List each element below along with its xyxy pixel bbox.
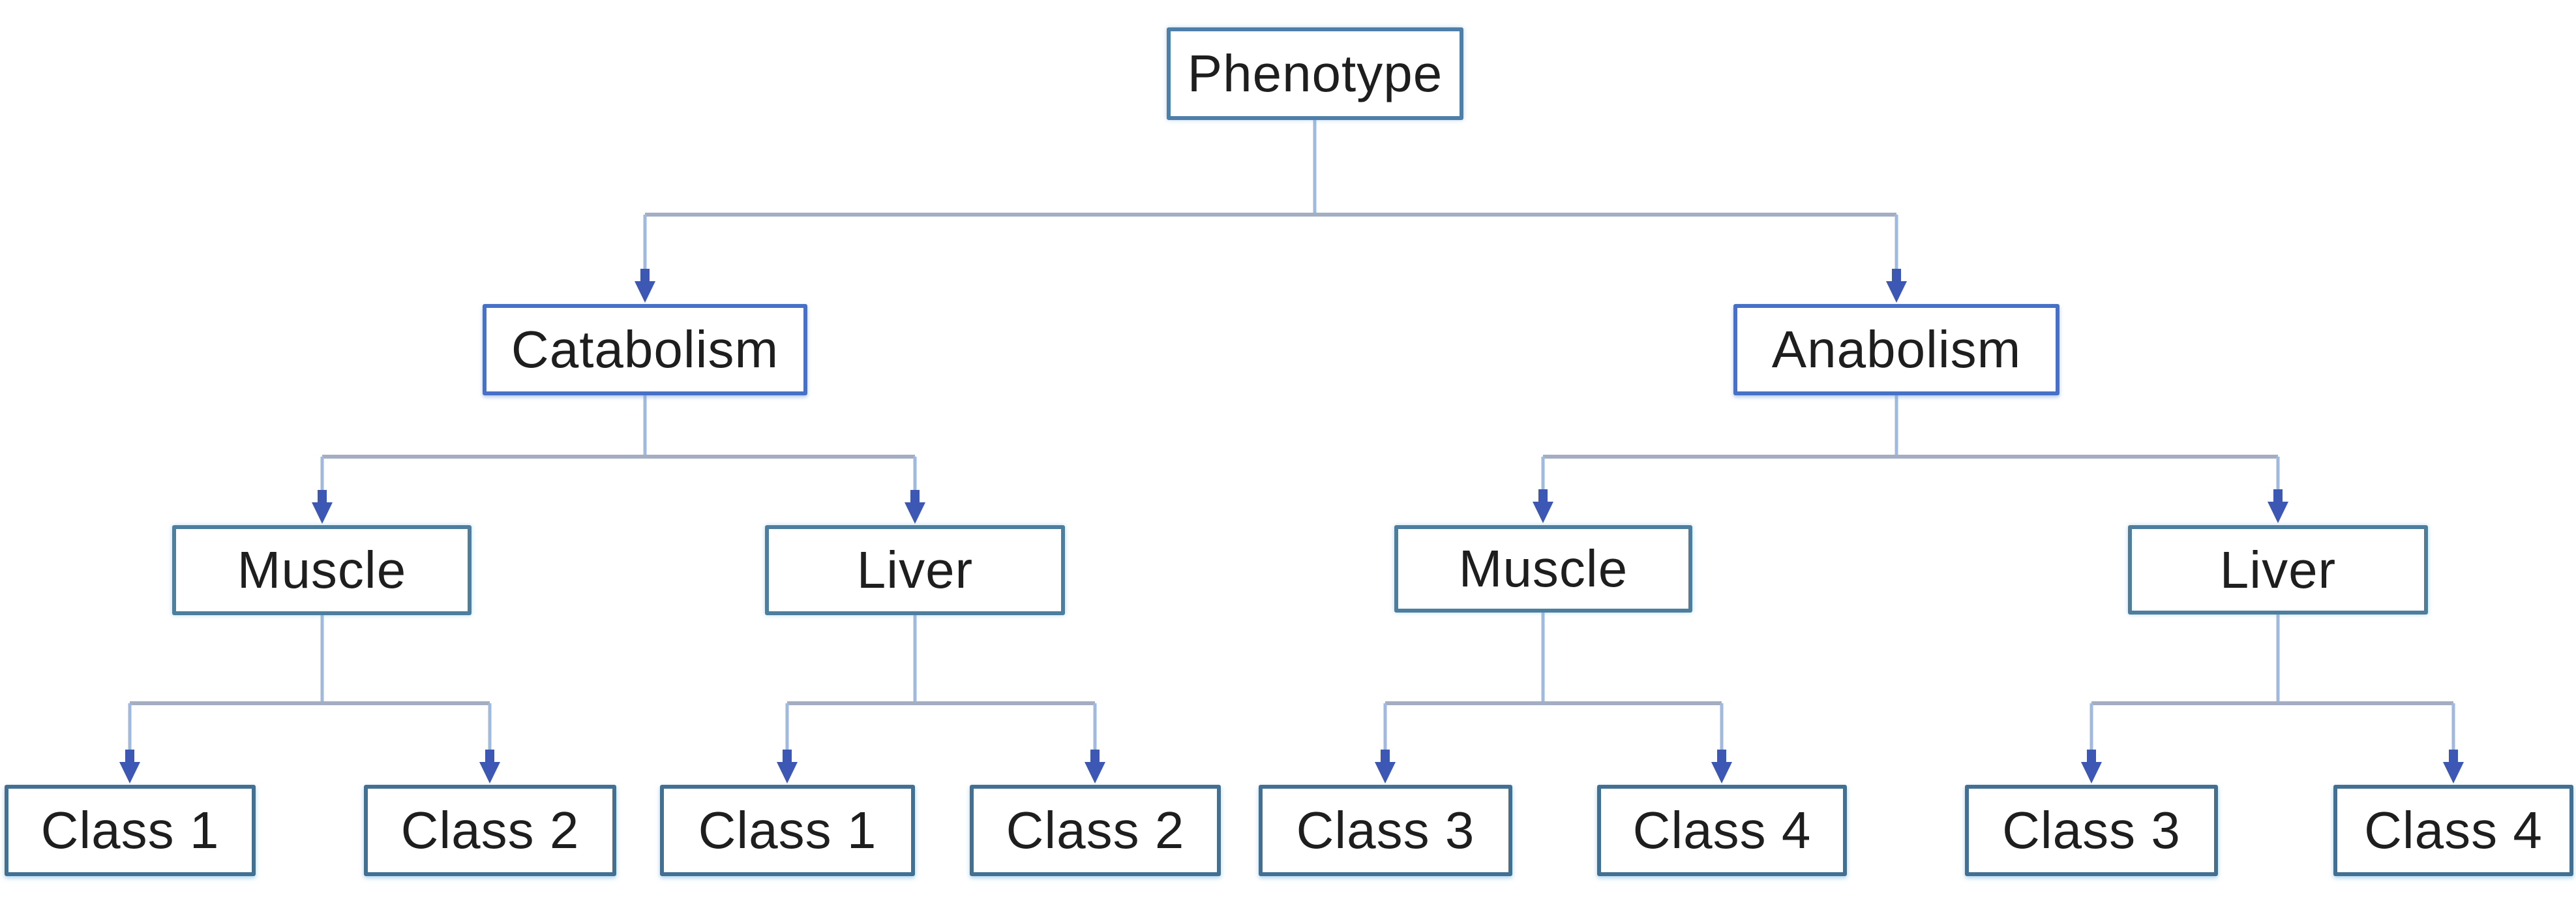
arrowhead-icon [2081,762,2102,783]
arrowhead-icon [2087,750,2096,763]
arrowhead-icon [485,750,494,763]
arrowhead-icon [1085,762,1105,783]
node-label: Catabolism [511,320,779,378]
node-label: Class 2 [1006,801,1185,859]
arrowhead-icon [479,762,500,783]
node-catabolism-muscle: Muscle [172,525,472,615]
arrowhead-icon [2449,750,2458,763]
node-catabolism-liver: Liver [765,525,1065,615]
arrowhead-icon [1717,750,1726,763]
arrowhead-icon [2443,762,2464,783]
arrowhead-icon [2273,489,2283,502]
node-label: Anabolism [1771,320,2022,378]
node-catabolism-liver-class-1: Class 1 [660,785,915,876]
node-anabolism-liver: Liver [2128,525,2428,615]
arrowhead-icon [1538,489,1548,502]
arrowhead-icon [910,490,920,503]
connector-anabolism-children [1533,395,2288,523]
node-catabolism-muscle-class-1: Class 1 [5,785,256,876]
arrowhead-icon [640,269,650,282]
arrowhead-icon [1892,269,1901,282]
node-anabolism-muscle-class-3: Class 3 [1259,785,1512,876]
node-label: Muscle [237,541,407,599]
arrowhead-icon [1711,762,1732,783]
node-label: Class 1 [40,801,220,859]
arrowhead-icon [1886,281,1907,303]
node-anabolism-muscle: Muscle [1394,525,1692,613]
arrowhead-icon [312,502,333,524]
node-label: Phenotype [1187,44,1443,102]
connector-catabolism-children [312,395,925,524]
arrowhead-icon [2268,502,2288,523]
node-catabolism-liver-class-2: Class 2 [970,785,1221,876]
arrowhead-icon [1533,502,1553,523]
node-catabolism-muscle-class-2: Class 2 [364,785,616,876]
arrowhead-icon [1375,762,1396,783]
node-label: Class 1 [698,801,877,859]
node-label: Liver [2219,540,2337,599]
arrowhead-icon [777,762,798,783]
node-label: Class 3 [1296,801,1475,859]
connector-catabolism-muscle-children [119,615,500,783]
node-anabolism-liver-class-3: Class 3 [1965,785,2218,876]
node-label: Class 4 [2364,801,2543,859]
node-anabolism-muscle-class-4: Class 4 [1597,785,1847,876]
connector-catabolism-liver-children [777,615,1105,783]
arrowhead-icon [783,750,792,763]
connector-phenotype-children [635,120,1907,303]
arrowhead-icon [119,762,140,783]
node-anabolism-liver-class-4: Class 4 [2333,785,2573,876]
node-label: Muscle [1458,540,1628,598]
arrowhead-icon [1090,750,1100,763]
arrowhead-icon [318,490,327,503]
arrowhead-icon [905,502,925,524]
node-phenotype: Phenotype [1167,27,1463,120]
connector-anabolism-liver-children [2081,613,2464,783]
node-label: Class 4 [1632,801,1812,859]
node-catabolism: Catabolism [483,304,807,395]
node-anabolism: Anabolism [1733,304,2059,395]
node-label: Class 3 [2002,801,2181,859]
arrowhead-icon [1381,750,1390,763]
node-label: Liver [856,541,974,599]
connector-anabolism-muscle-children [1375,611,1732,783]
arrowhead-icon [635,281,655,303]
node-label: Class 2 [400,801,580,859]
arrowhead-icon [125,750,134,763]
